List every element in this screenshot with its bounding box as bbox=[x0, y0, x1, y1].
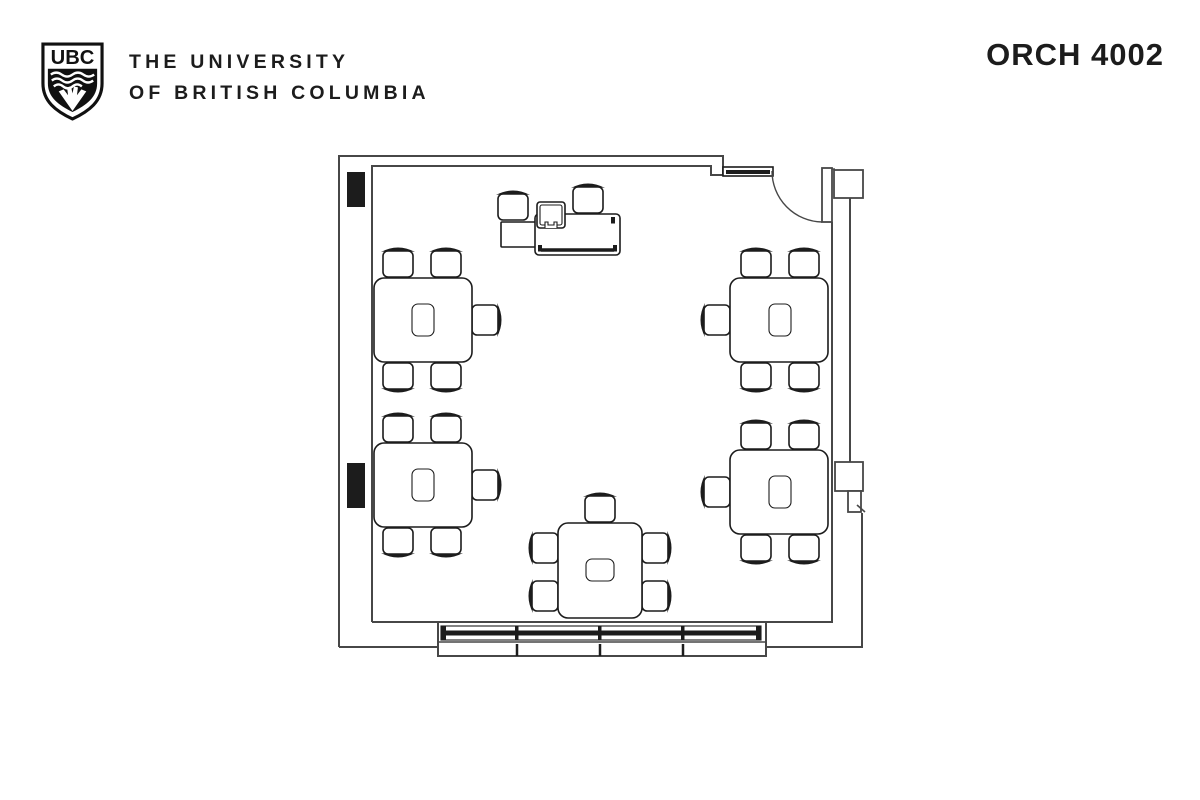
chair-backrest bbox=[700, 303, 705, 337]
student-table-group bbox=[373, 247, 502, 393]
chair-backrest bbox=[381, 388, 415, 393]
chair-backrest bbox=[739, 247, 773, 252]
lectern-inner bbox=[539, 204, 563, 226]
door-swing-arc bbox=[771, 170, 823, 223]
chair-seat bbox=[584, 495, 616, 523]
window-bay bbox=[437, 622, 767, 657]
desk-corner-mark bbox=[611, 217, 615, 224]
wall-tick bbox=[856, 504, 866, 513]
wall-box-right-top bbox=[833, 169, 864, 199]
chair-seat bbox=[531, 532, 559, 564]
chair-seat bbox=[471, 469, 499, 501]
logo-sunburst bbox=[58, 86, 87, 112]
chair-seat bbox=[641, 532, 669, 564]
university-name-line1: THE UNIVERSITY bbox=[129, 51, 350, 73]
logo-text: UBC bbox=[51, 47, 95, 69]
door-jamb bbox=[821, 167, 833, 223]
chair-backrest bbox=[429, 388, 463, 393]
student-table-group bbox=[700, 247, 829, 393]
chair-seat bbox=[430, 250, 462, 278]
chair-backrest bbox=[528, 531, 533, 565]
student-table-group bbox=[528, 492, 672, 619]
student-table-group bbox=[700, 419, 829, 565]
floorplan-svg bbox=[338, 155, 866, 657]
chair-backrest bbox=[667, 531, 672, 565]
chair-backrest bbox=[739, 388, 773, 393]
chair-seat bbox=[471, 304, 499, 336]
chair-seat bbox=[703, 476, 731, 508]
chair-seat bbox=[572, 186, 604, 214]
chair-backrest bbox=[739, 560, 773, 565]
chair-backrest bbox=[667, 579, 672, 613]
chair-backrest bbox=[381, 553, 415, 558]
chair-backrest bbox=[583, 492, 617, 497]
chair-backrest bbox=[571, 183, 605, 188]
door-leaf-fill bbox=[726, 170, 770, 174]
chair-seat bbox=[703, 304, 731, 336]
desk-corner-mark bbox=[538, 245, 542, 252]
university-name: THE UNIVERSITY OF BRITISH COLUMBIA bbox=[129, 47, 430, 108]
wall-panel-left-mid bbox=[347, 463, 365, 508]
whiteboard-rail bbox=[440, 625, 762, 656]
chair-seat bbox=[740, 250, 772, 278]
wall-panel-left-top bbox=[347, 172, 365, 207]
chair-seat bbox=[740, 534, 772, 562]
desk-corner-mark bbox=[613, 245, 617, 252]
wall-features bbox=[347, 169, 866, 513]
chair-seat bbox=[382, 362, 414, 390]
university-name-line2: OF BRITISH COLUMBIA bbox=[129, 81, 430, 104]
chair-seat bbox=[788, 362, 820, 390]
teacher-station bbox=[496, 183, 621, 256]
chair-backrest bbox=[700, 475, 705, 509]
chair-backrest bbox=[429, 247, 463, 252]
chair-backrest bbox=[787, 419, 821, 424]
chair-backrest bbox=[739, 419, 773, 424]
chair-seat bbox=[641, 580, 669, 612]
chair-seat bbox=[788, 422, 820, 450]
room-walls bbox=[338, 155, 863, 648]
chair-seat bbox=[788, 534, 820, 562]
wall-box-right-small bbox=[847, 490, 862, 513]
chair-seat bbox=[382, 250, 414, 278]
wall-box-right-mid bbox=[834, 461, 864, 492]
chair-seat bbox=[382, 415, 414, 443]
chair-seat bbox=[430, 527, 462, 555]
chair-backrest bbox=[381, 247, 415, 252]
chair-seat bbox=[788, 250, 820, 278]
door bbox=[722, 166, 833, 223]
floorplan-furniture bbox=[373, 183, 829, 619]
room-code-label: ORCH 4002 bbox=[986, 37, 1164, 72]
chair-seat bbox=[740, 422, 772, 450]
chair-backrest bbox=[496, 190, 530, 195]
chair-seat bbox=[382, 527, 414, 555]
chair-backrest bbox=[497, 468, 502, 502]
chair-backrest bbox=[381, 412, 415, 417]
chair-backrest bbox=[787, 388, 821, 393]
chair-seat bbox=[430, 415, 462, 443]
chair-seat bbox=[497, 193, 529, 221]
chair-backrest bbox=[497, 303, 502, 337]
lectern-notch bbox=[544, 221, 558, 228]
ubc-logo: UBC bbox=[41, 42, 104, 121]
chair-backrest bbox=[528, 579, 533, 613]
chair-backrest bbox=[429, 553, 463, 558]
student-table-group bbox=[373, 412, 502, 558]
chair-backrest bbox=[429, 412, 463, 417]
chair-backrest bbox=[787, 560, 821, 565]
chair-seat bbox=[740, 362, 772, 390]
chair-seat bbox=[531, 580, 559, 612]
chair-backrest bbox=[787, 247, 821, 252]
chair-seat bbox=[430, 362, 462, 390]
